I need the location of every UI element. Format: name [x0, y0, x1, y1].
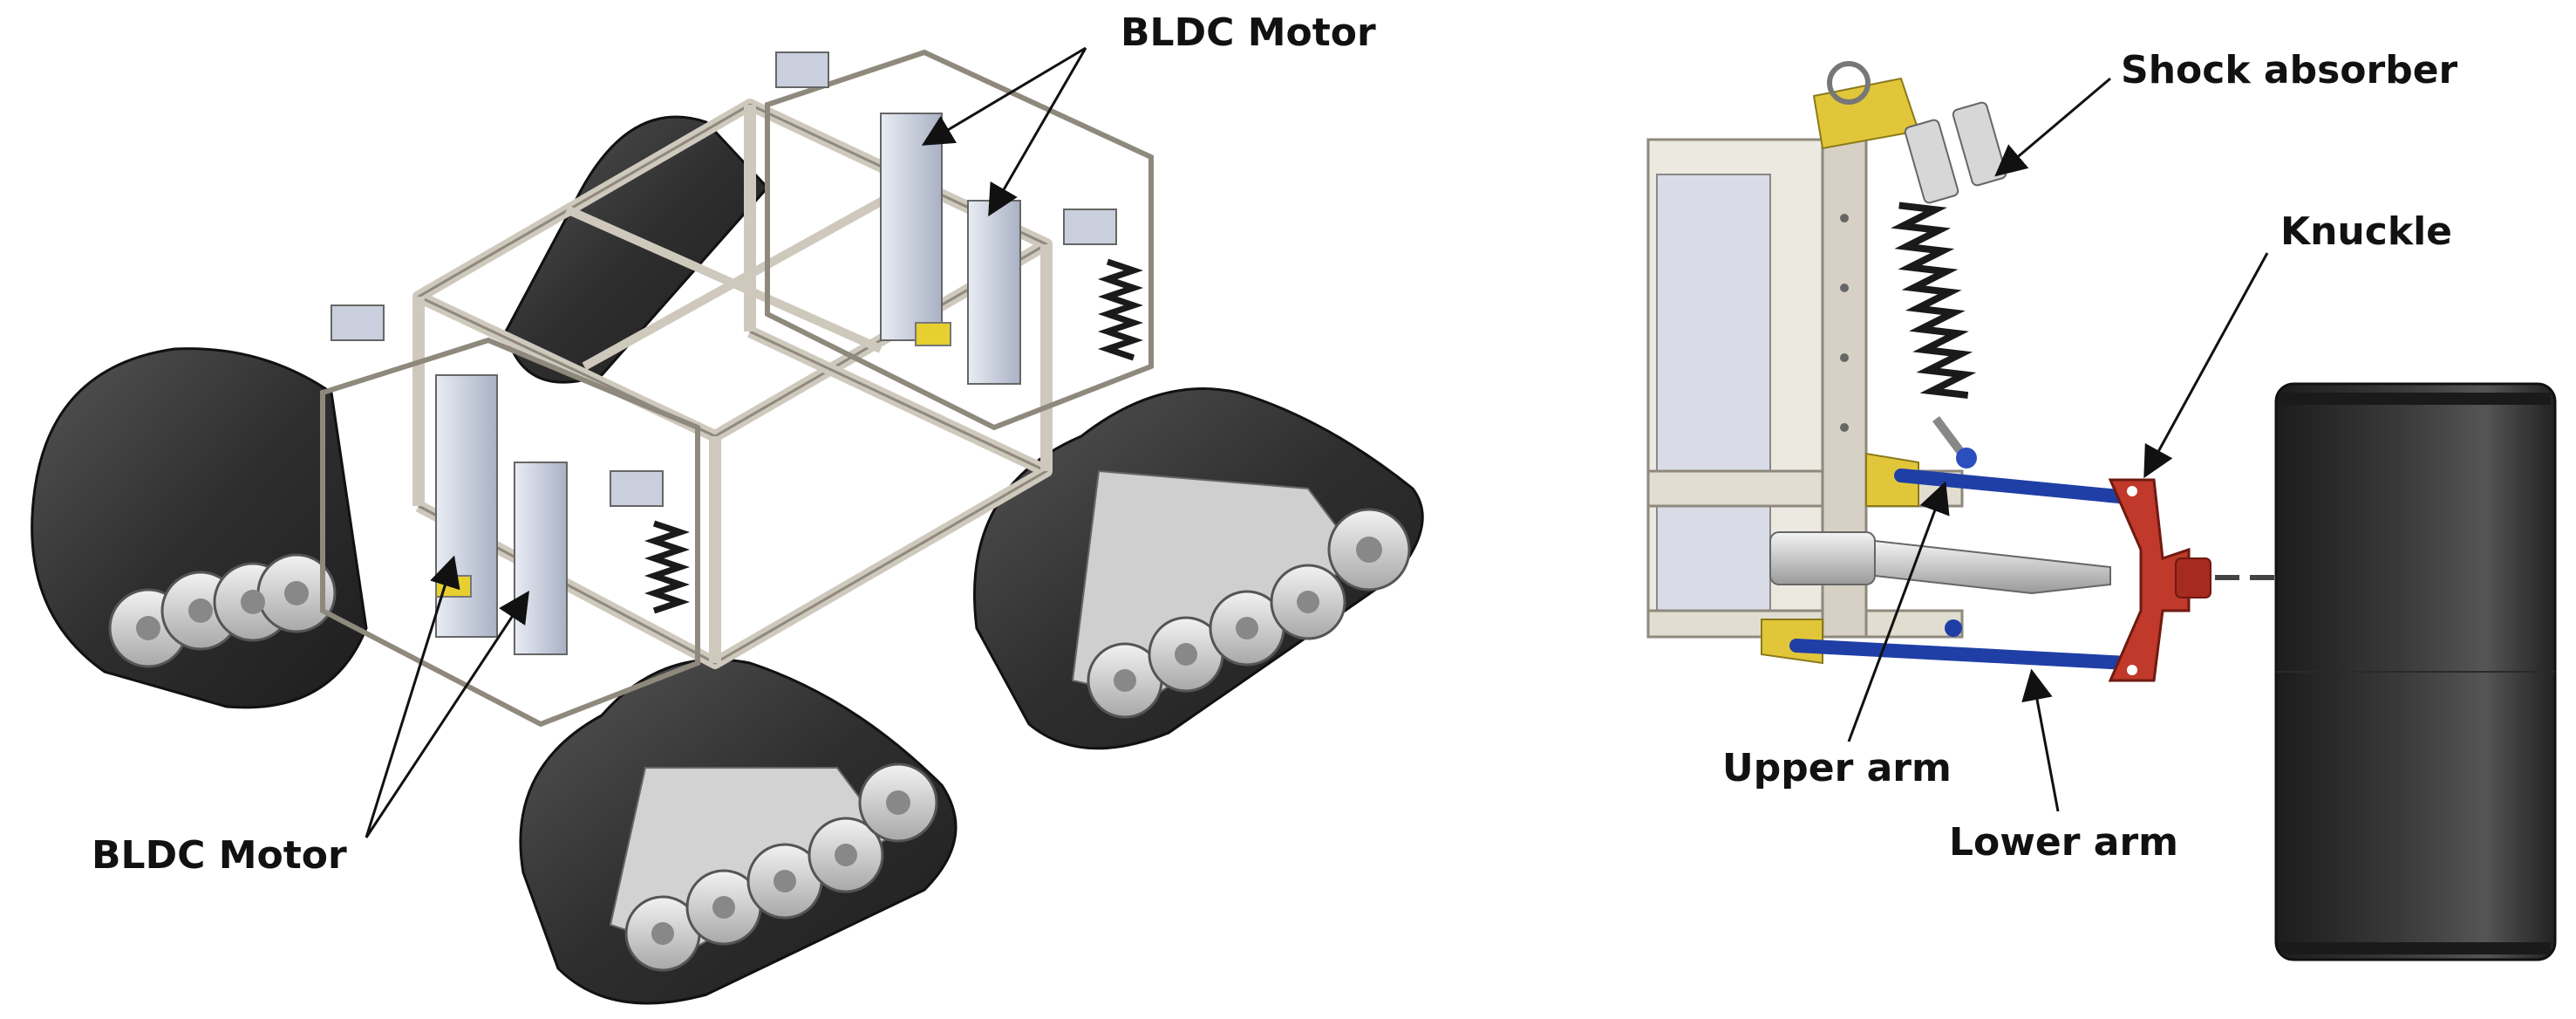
track-right-wheels	[1087, 508, 1411, 719]
label-shock-absorber: Shock absorber	[2121, 48, 2458, 92]
chassis-block	[1646, 138, 1964, 639]
leaders-left	[365, 46, 1087, 838]
leader-bldc-top-1	[921, 46, 1087, 146]
label-bldc-motor-top: BLDC Motor	[1121, 10, 1376, 55]
bldc-motor-front-2	[514, 462, 568, 655]
label-upper-arm: Upper arm	[1722, 746, 1952, 790]
leader-bldc-top-2	[988, 47, 1087, 217]
bldc-motor-rear-2	[967, 200, 1021, 385]
leaders-right	[1847, 77, 2269, 812]
track-rear-left	[504, 115, 770, 384]
lower-arm	[1789, 639, 2135, 670]
leader-knuckle	[2143, 252, 2269, 479]
track-front	[519, 658, 957, 1005]
label-knuckle: Knuckle	[2280, 209, 2452, 254]
leader-upper-arm	[1847, 481, 1950, 742]
upper-arm	[1894, 468, 2135, 504]
label-bldc-motor-bottom: BLDC Motor	[92, 833, 347, 878]
vehicle-shock-absorbers	[644, 258, 1144, 614]
leader-bldc-bottom-1	[365, 555, 460, 838]
leader-lower-arm	[2021, 668, 2060, 812]
suspension-closeup	[1646, 61, 2557, 961]
label-lower-arm: Lower arm	[1949, 820, 2178, 865]
track-front-wheels	[624, 763, 938, 972]
track-left	[31, 347, 368, 709]
tire	[2274, 382, 2557, 961]
rear-motor-box	[765, 49, 1154, 431]
vehicle-isometric-view	[31, 49, 1424, 1005]
track-left-wheels	[108, 553, 337, 668]
suspension-arms	[1789, 468, 2135, 670]
shock-absorber	[1891, 101, 2007, 468]
leader-shock-absorber	[1994, 77, 2111, 177]
vehicle-brackets	[331, 51, 1117, 507]
yellow-mounts	[1761, 61, 1920, 665]
track-right	[973, 387, 1424, 750]
front-motor-box	[320, 337, 700, 728]
knuckle	[2108, 478, 2211, 682]
bldc-motor-rear-1	[880, 113, 943, 341]
leader-bldc-bottom-2	[365, 590, 529, 838]
